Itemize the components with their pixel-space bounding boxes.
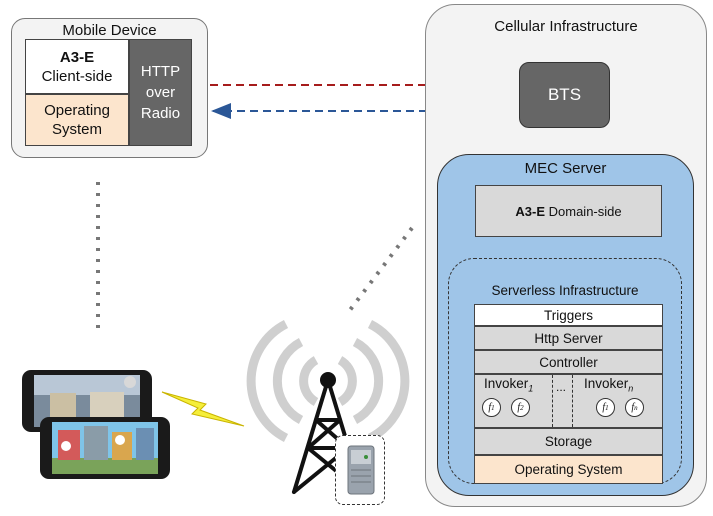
mobile-os-box: Operating System [25, 94, 129, 146]
client-side-box: A3-E Client-side [25, 39, 129, 94]
radio-waves-icon [246, 319, 410, 443]
mobile-os-line1: Operating [44, 102, 110, 119]
serverless-infrastructure-title: Serverless Infrastructure [491, 283, 639, 298]
controller-layer: Controller [474, 350, 663, 374]
edge-server-frame [335, 435, 385, 505]
http-over-radio-box: HTTP over Radio [129, 39, 192, 146]
bts-box: BTS [519, 62, 610, 128]
invoker-ellipsis: ... [556, 380, 567, 394]
invoker-separator-right [572, 375, 573, 427]
http-line3: Radio [140, 105, 181, 122]
invoker-1-label: Invoker1 [484, 376, 534, 394]
smartphones-icon [22, 370, 170, 479]
client-side-bold: A3-E [59, 48, 95, 66]
storage-layer: Storage [474, 428, 663, 455]
http-line1: HTTP [140, 63, 181, 80]
domain-side-label: Domain-side [548, 203, 622, 219]
invoker-n-label: Invokern [584, 376, 634, 394]
invokers-layer [474, 374, 663, 428]
mobile-device-title: Mobile Device [62, 22, 157, 39]
invoker-separator-left [552, 375, 553, 427]
domain-side-box: A3-E Domain-side [475, 185, 662, 237]
client-side-label: Client-side [41, 67, 113, 85]
domain-side-bold: A3-E [515, 203, 545, 219]
mec-server-title: MEC Server [524, 160, 607, 177]
http-server-layer: Http Server [474, 326, 663, 350]
mec-operating-system-layer: Operating System [474, 455, 663, 484]
triggers-layer: Triggers [474, 304, 663, 326]
mobile-os-line2: System [51, 121, 102, 138]
wireless-bolt-icon [161, 391, 245, 427]
http-line2: over [145, 84, 176, 101]
server-icon [347, 445, 375, 495]
cellular-infrastructure-title: Cellular Infrastructure [494, 18, 638, 35]
dotted-link-tower [348, 226, 414, 312]
